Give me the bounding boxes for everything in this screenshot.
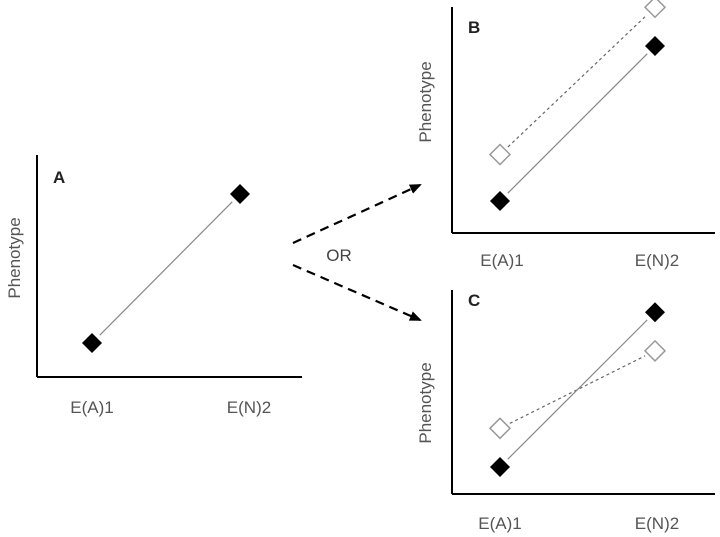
panel-c-letter: C bbox=[468, 291, 480, 310]
arrow-down bbox=[292, 263, 422, 322]
panel-b-x-tick-1: E(A)1 bbox=[480, 251, 523, 270]
panel-b-open-diamond-marker bbox=[643, 0, 667, 19]
panel-b-series-1-line bbox=[507, 14, 648, 148]
panel-b-series-2-line bbox=[507, 53, 648, 194]
panel-b-open-diamond-marker bbox=[488, 143, 512, 166]
panel-c-y-label: Phenotype bbox=[416, 362, 435, 443]
panel-b-plot bbox=[488, 0, 667, 211]
panel-c-filled-diamond-marker bbox=[490, 457, 510, 477]
panel-c-filled-diamond-marker bbox=[645, 302, 665, 323]
panel-b: B Phenotype E(A)1 E(N)2 bbox=[416, 0, 715, 270]
panel-a-x-tick-1: E(A)1 bbox=[70, 398, 113, 417]
panel-b-y-label: Phenotype bbox=[416, 61, 435, 142]
panel-b-letter: B bbox=[468, 18, 480, 37]
panel-a-plot bbox=[82, 184, 250, 353]
panel-a-filled-diamond-marker bbox=[230, 184, 250, 204]
panel-b-filled-diamond-marker bbox=[645, 36, 665, 56]
panel-a-x-tick-2: E(N)2 bbox=[227, 398, 271, 417]
panel-c-x-tick-2: E(N)2 bbox=[635, 514, 679, 533]
panel-a-filled-diamond-marker bbox=[82, 333, 102, 353]
panel-c: C Phenotype E(A)1 E(N)2 bbox=[416, 290, 715, 533]
panel-a: A Phenotype E(A)1 E(N)2 bbox=[5, 155, 302, 417]
panel-a-series-1-line bbox=[99, 201, 233, 336]
panel-c-open-diamond-marker bbox=[488, 417, 512, 440]
panel-b-x-tick-2: E(N)2 bbox=[635, 251, 679, 270]
arrow-up bbox=[292, 183, 422, 245]
panel-b-filled-diamond-marker bbox=[490, 191, 510, 211]
or-connector: OR bbox=[292, 183, 422, 322]
panel-c-x-tick-1: E(A)1 bbox=[478, 514, 521, 533]
or-label: OR bbox=[326, 246, 352, 265]
panel-c-series-1-line bbox=[509, 355, 646, 424]
panel-c-series-2-line bbox=[507, 319, 648, 460]
panel-c-open-diamond-marker bbox=[643, 339, 667, 362]
panel-c-plot bbox=[488, 302, 667, 477]
panel-a-letter: A bbox=[53, 168, 65, 187]
panel-a-y-label: Phenotype bbox=[5, 217, 24, 298]
